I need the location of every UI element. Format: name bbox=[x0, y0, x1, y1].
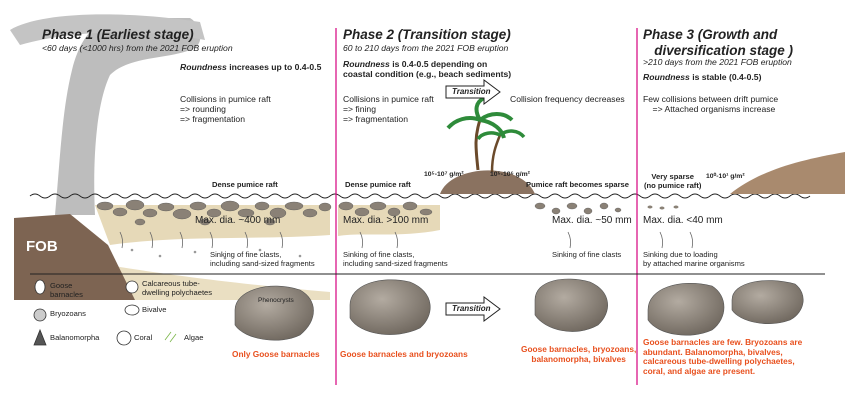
eruption-plume bbox=[55, 18, 201, 215]
pumice-clast-phase3b bbox=[731, 280, 804, 324]
pumice-raft-phase3 bbox=[647, 205, 679, 210]
phase3-conc: 10⁰-10¹ g/m² bbox=[706, 173, 745, 180]
legend-algae: Algae bbox=[184, 333, 204, 342]
island-phase3 bbox=[730, 152, 845, 194]
phase1-process: Collisions in pumice raft => rounding =>… bbox=[180, 94, 271, 124]
pumice-raft-phase2 bbox=[338, 201, 433, 217]
phase2-max-dia: Max. dia. >100 mm bbox=[343, 215, 429, 226]
sinking-clasts-phase2 bbox=[359, 231, 572, 249]
phase1-sinking: Sinking of fine clasts, including sand-s… bbox=[210, 250, 315, 268]
phase2-conc-left: 10⁵-10⁷ g/m² bbox=[424, 171, 464, 178]
phase2-max-dia-sparse: Max. dia. ~50 mm bbox=[552, 215, 632, 226]
phase2-raft-label: Dense pumice raft bbox=[345, 180, 411, 189]
phase1-roundness: Roundness increases up to 0.4-0.5 bbox=[180, 62, 322, 72]
pumice-clast-phase2a bbox=[349, 279, 431, 335]
phase2-sinking: Sinking of fine clasts, including sand-s… bbox=[343, 250, 448, 268]
phase2-subtitle: 60 to 210 days from the 2021 FOB eruptio… bbox=[343, 43, 509, 53]
legend-balanomorpha: Balanomorpha bbox=[50, 333, 100, 342]
phase3-max-dia: Max. dia. <40 mm bbox=[643, 215, 723, 226]
pumice-clast-phase1 bbox=[234, 285, 314, 341]
phase1-max-dia: Max. dia. ~400 mm bbox=[195, 215, 281, 226]
transition-label-top: Transition bbox=[452, 87, 491, 96]
legend-goose-barnacles: Goose barnacles bbox=[50, 281, 83, 299]
sinking-clasts-phase3 bbox=[659, 231, 694, 249]
phase2-title: Phase 2 (Transition stage) bbox=[343, 27, 511, 42]
phase3-title: Phase 3 (Growth and diversification stag… bbox=[643, 27, 794, 58]
phase3-sinking: Sinking due to loading by attached marin… bbox=[643, 250, 745, 268]
pumice-clast-phase3a bbox=[647, 283, 725, 336]
phase2-organisms-sparse: Goose barnacles, bryozoans, balanomorpha… bbox=[521, 344, 637, 364]
phase2-collision-note: Collision frequency decreases bbox=[510, 94, 625, 104]
phase2-raft-label-sparse: Pumice raft becomes sparse bbox=[526, 180, 629, 189]
phase1-title: Phase 1 (Earliest stage) bbox=[42, 27, 194, 42]
plume-top bbox=[10, 14, 205, 45]
legend-polychaetes: Calcareous tube- dwelling polychaetes bbox=[142, 279, 213, 297]
phase3-raft-label: Very sparse (no pumice raft) bbox=[644, 172, 702, 190]
phenocryst-label: Phenocrysts bbox=[258, 297, 294, 304]
phase1-subtitle: <60 days (<1000 hrs) from the 2021 FOB e… bbox=[42, 43, 233, 53]
volcano-cone bbox=[14, 214, 135, 300]
legend-icons bbox=[33, 279, 177, 346]
island-with-palm bbox=[440, 96, 535, 194]
phase3-organisms: Goose barnacles are few. Bryozoans are a… bbox=[643, 337, 803, 376]
legend-bivalve: Bivalve bbox=[142, 305, 167, 314]
fine-clast-dots-phase1 bbox=[130, 248, 302, 260]
transition-label-bottom: Transition bbox=[452, 304, 491, 313]
transition-arrow-bottom bbox=[445, 296, 501, 322]
pumice-clast-phase2b bbox=[534, 278, 608, 332]
phase2-process: Collisions in pumice raft => fining => f… bbox=[343, 94, 434, 124]
legend-coral: Coral bbox=[134, 333, 153, 342]
pumice-raft-phase1 bbox=[96, 199, 332, 226]
phase1-raft-label: Dense pumice raft bbox=[212, 180, 278, 189]
sinking-clasts-phase1 bbox=[119, 231, 284, 249]
phase3-roundness: Roundness is stable (0.4-0.5) bbox=[643, 72, 762, 82]
phase2-sinking-sparse: Sinking of fine clasts bbox=[552, 250, 622, 259]
phase2-roundness: Roundness is 0.4-0.5 depending on coasta… bbox=[343, 59, 512, 79]
transition-arrow-top bbox=[445, 79, 501, 105]
pumice-raft-sparse bbox=[534, 202, 622, 215]
sea-surface bbox=[29, 193, 811, 199]
phase1-organisms: Only Goose barnacles bbox=[232, 349, 320, 359]
volcano-label: FOB bbox=[26, 238, 58, 255]
phase2-organisms: Goose barnacles and bryozoans bbox=[340, 349, 468, 359]
legend-bryozoans: Bryozoans bbox=[50, 309, 86, 318]
phase3-subtitle: >210 days from the 2021 FOB eruption bbox=[643, 57, 792, 67]
phase2-conc-right: 10⁵-10⁶ g/m² bbox=[490, 171, 530, 178]
phase3-process: Few collisions between drift pumice => A… bbox=[643, 94, 779, 114]
